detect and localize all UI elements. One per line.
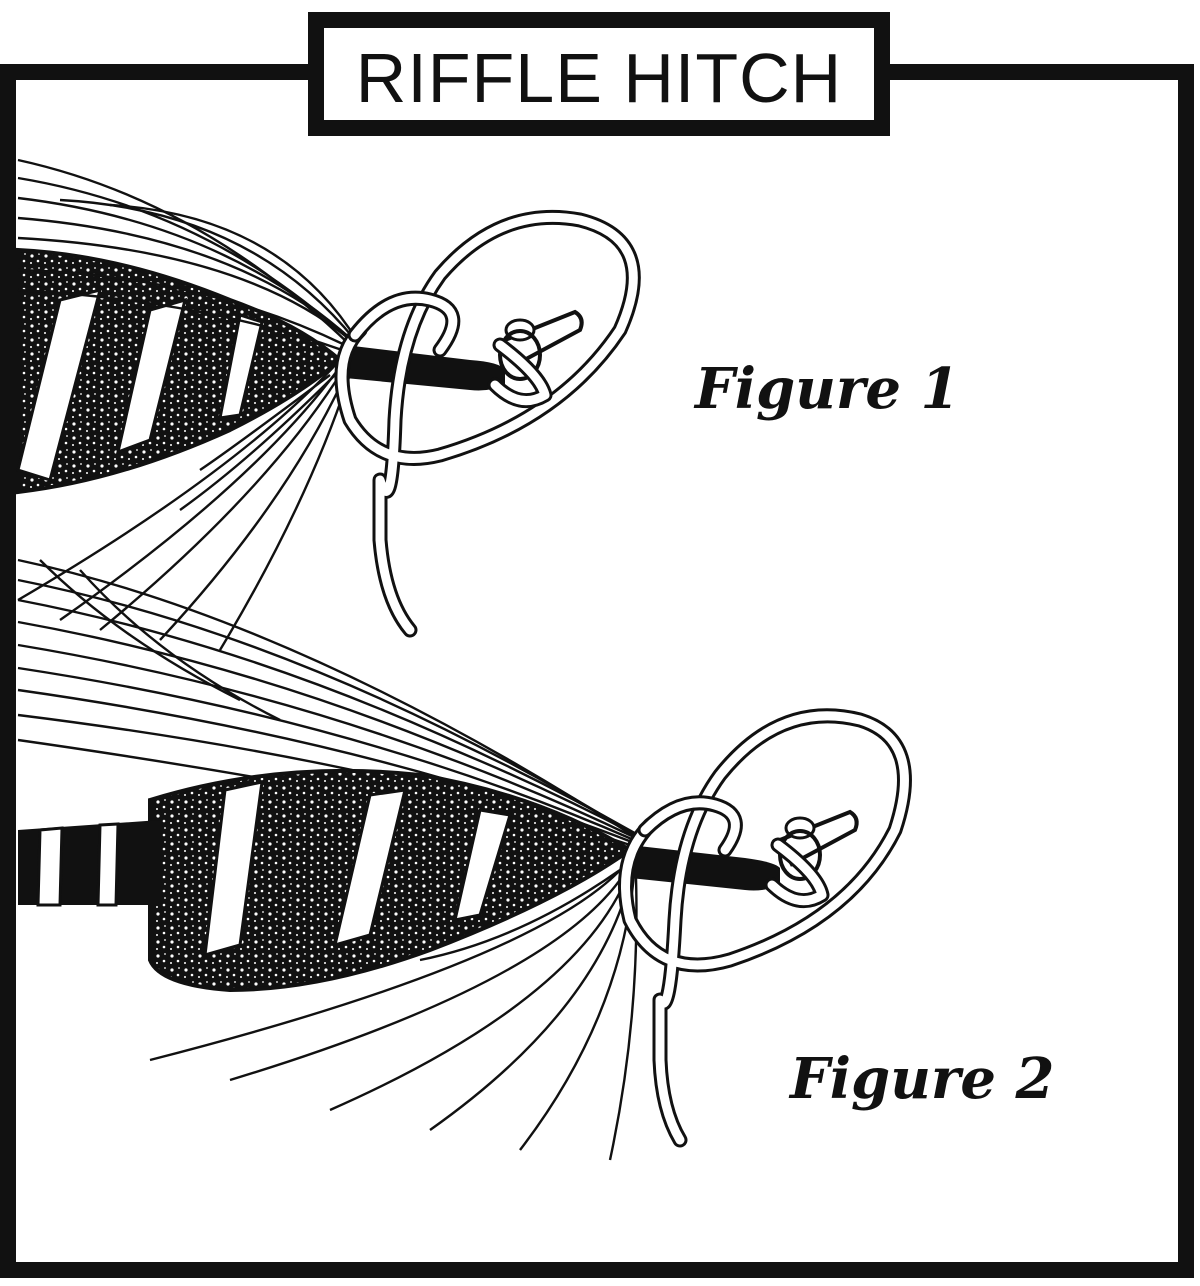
tail-ribs-2 — [36, 822, 120, 907]
hook-shank-1 — [345, 345, 505, 391]
fly-body-2 — [148, 768, 634, 993]
figure-1-label: Figure 1 — [693, 356, 960, 422]
figure-2-label: Figure 2 — [788, 1046, 1055, 1112]
hook-eye-1 — [498, 309, 584, 381]
title-text: RIFFLE HITCH — [356, 39, 842, 117]
hook-eye-2 — [778, 809, 859, 881]
leader-line-2 — [618, 708, 912, 1148]
tinsel-ribs-2 — [203, 780, 512, 958]
wing-fibers-1 — [17, 158, 360, 352]
title-box: RIFFLE HITCH — [308, 12, 890, 136]
figure-1-illustration — [16, 158, 641, 651]
hook-shank-2 — [630, 845, 780, 891]
figure-2-illustration — [17, 558, 912, 1161]
tinsel-ribs-1 — [16, 287, 264, 482]
leader-line-1 — [334, 209, 641, 638]
